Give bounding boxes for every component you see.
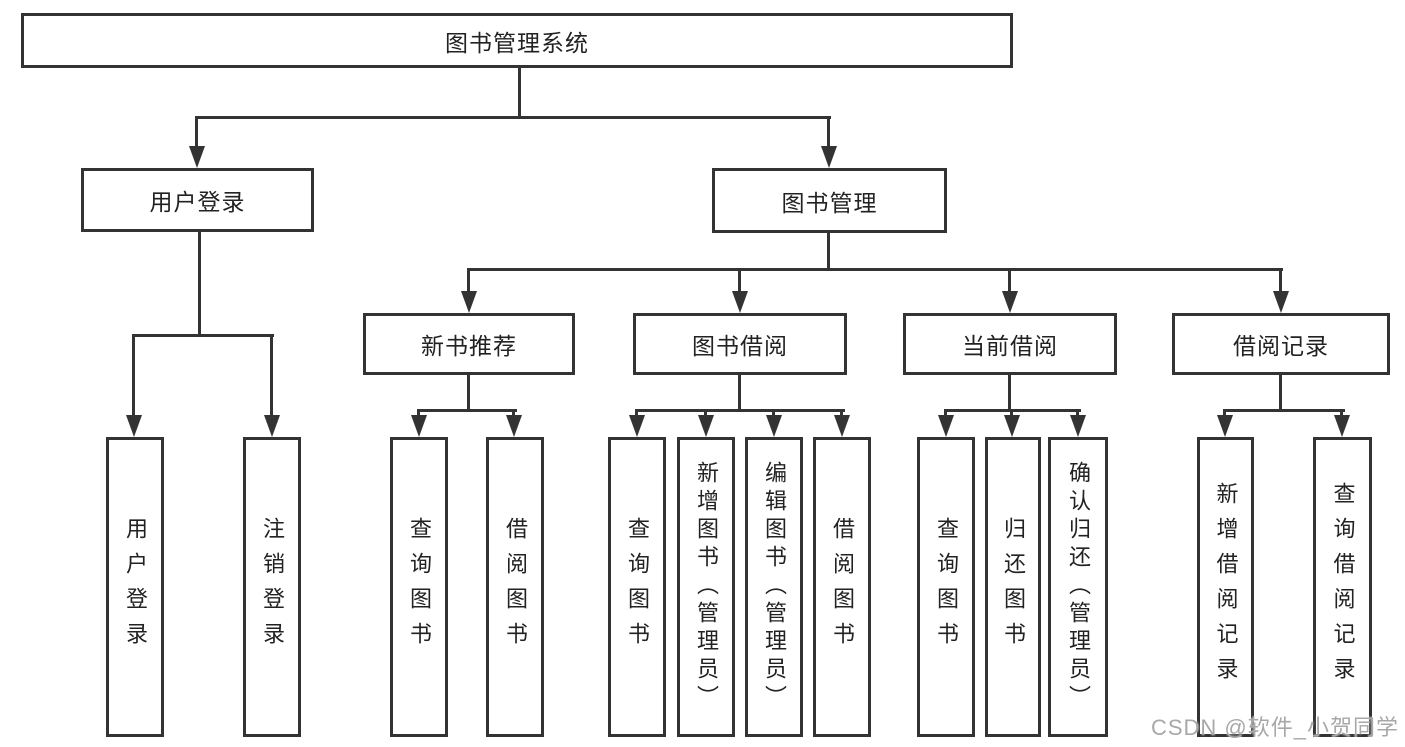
connector-rec-hline [417, 409, 517, 412]
node-new-book-recommend: 新书推荐 [363, 313, 575, 375]
arrow-down-icon [938, 412, 954, 437]
arrow-down-icon [1002, 271, 1018, 313]
connector-bb-stub [738, 373, 741, 412]
leaf-logout: 注销登录 [243, 437, 301, 737]
arrow-down-icon [1070, 412, 1086, 437]
connector-mgmt-stub [827, 231, 830, 271]
csdn-watermark: CSDN @软件_小贺同学 [1150, 715, 1399, 740]
leaf-bb-query-books: 查询图书 [608, 437, 666, 737]
leaf-rec-query-books: 查询图书 [390, 437, 448, 737]
leaf-cb-query-books: 查询图书 [917, 437, 975, 737]
arrow-down-icon [834, 412, 850, 437]
node-book-management: 图书管理 [712, 168, 947, 233]
arrow-down-icon [766, 412, 782, 437]
connector-bb-hline [635, 409, 845, 412]
leaf-bb-borrow-books: 借阅图书 [813, 437, 871, 737]
arrow-down-icon [1273, 271, 1289, 313]
node-user-login: 用户登录 [81, 168, 314, 232]
leaf-rec-borrow-books: 借阅图书 [486, 437, 544, 737]
connector-rec-stub [467, 373, 470, 412]
arrow-down-icon [411, 412, 427, 437]
node-book-borrow: 图书借阅 [633, 313, 847, 375]
arrow-down-icon [461, 271, 477, 313]
connector-cb-stub [1008, 373, 1011, 412]
connector-cb-hline [944, 409, 1081, 412]
connector-br-hline [1223, 409, 1345, 412]
arrow-down-icon [1217, 412, 1233, 437]
arrow-down-icon [264, 337, 280, 437]
leaf-br-add-record: 新增借阅记录 [1197, 437, 1254, 737]
leaf-cb-return-books: 归还图书 [985, 437, 1041, 737]
connector-root-hline [195, 116, 831, 119]
connector-root-stub [518, 66, 521, 119]
leaf-cb-confirm-return: 确认归还（管理员） [1048, 437, 1108, 737]
arrow-down-icon [189, 119, 205, 168]
connector-login-hline [132, 334, 274, 337]
arrow-down-icon [1334, 412, 1350, 437]
leaf-bb-add-books: 新增图书（管理员） [677, 437, 735, 737]
node-root: 图书管理系统 [21, 13, 1013, 68]
node-current-borrow: 当前借阅 [903, 313, 1117, 375]
arrow-down-icon [126, 337, 142, 437]
connector-br-stub [1279, 373, 1282, 412]
arrow-down-icon [506, 412, 522, 437]
arrow-down-icon [698, 412, 714, 437]
leaf-bb-edit-books: 编辑图书（管理员） [745, 437, 803, 737]
leaf-user-login: 用户登录 [106, 437, 164, 737]
arrow-down-icon [732, 271, 748, 313]
arrow-down-icon [1004, 412, 1020, 437]
connector-mgmt-hline [467, 268, 1283, 271]
leaf-br-query-record: 查询借阅记录 [1313, 437, 1372, 737]
arrow-down-icon [629, 412, 645, 437]
connector-login-stub [198, 230, 201, 337]
node-borrow-records: 借阅记录 [1172, 313, 1390, 375]
arrow-down-icon [821, 119, 837, 168]
